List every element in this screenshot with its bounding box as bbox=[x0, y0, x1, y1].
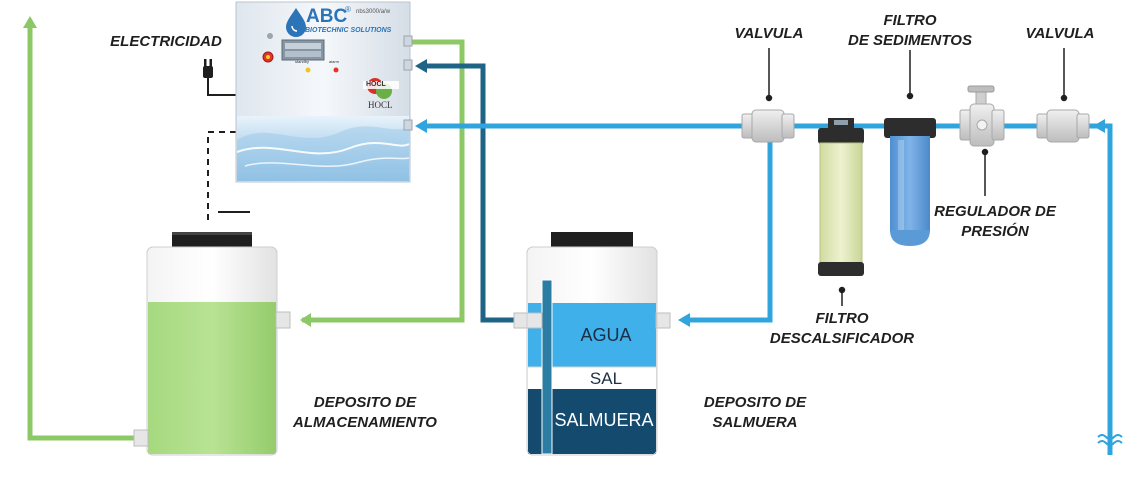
pressure-regulator bbox=[959, 85, 1005, 147]
water-source-waves-icon bbox=[1097, 434, 1123, 446]
unit-hocl-caption: HOCL bbox=[368, 100, 393, 110]
brine-tank bbox=[513, 232, 671, 456]
storage-tank-liquid bbox=[148, 302, 276, 454]
storage-tank bbox=[133, 232, 291, 456]
regulador-label-1: REGULADOR DE bbox=[934, 203, 1056, 220]
filtro-sedimentos-label-1: FILTRO bbox=[883, 12, 937, 29]
sal-text: SAL bbox=[589, 369, 623, 388]
water-unit-arrow bbox=[415, 119, 427, 133]
salmuera-deposit-label-1: DEPOSITO DE bbox=[703, 394, 807, 411]
unit-model: nbs3000/a/w bbox=[356, 9, 391, 15]
unit-indicator-alarm: alarm bbox=[329, 59, 340, 64]
regulador-label-2: PRESIÓN bbox=[961, 223, 1029, 240]
filtro-sedimentos-label-2: DE SEDIMENTOS bbox=[848, 32, 972, 49]
unit-hocl-badge: HOCL bbox=[366, 81, 386, 88]
power-plug-icon bbox=[203, 59, 238, 96]
unit-registered: ® bbox=[345, 5, 351, 14]
brine-dip-tube bbox=[541, 279, 553, 455]
callout-leaders bbox=[765, 48, 1068, 306]
brine-tank-cap bbox=[551, 232, 633, 248]
descalsificador-label-2: DESCALSIFICADOR bbox=[769, 330, 915, 347]
product-outlet-line bbox=[27, 20, 138, 441]
valve-left bbox=[741, 109, 795, 143]
water-branch-line bbox=[685, 140, 773, 323]
sal-layer bbox=[528, 367, 656, 389]
brine-arrow bbox=[415, 59, 427, 73]
alarm-light-icon bbox=[333, 67, 339, 73]
almacenamiento-label-2: ALMACENAMIENTO bbox=[293, 414, 437, 431]
salmuera-text: SALMUERA bbox=[554, 410, 654, 430]
water-drop-logo-icon bbox=[286, 8, 306, 37]
water-branch-arrow bbox=[678, 313, 690, 327]
almacenamiento-label-1: DEPOSITO DE bbox=[313, 394, 417, 411]
hocl-generator-unit bbox=[235, 1, 413, 183]
standby-light-icon bbox=[305, 67, 311, 73]
agua-text: AGUA bbox=[580, 325, 632, 345]
unit-indicator-standby: standby bbox=[295, 59, 310, 64]
valve-right bbox=[1036, 109, 1090, 143]
softener-filter bbox=[818, 118, 864, 276]
descalsificador-label-1: FILTRO bbox=[815, 310, 869, 327]
unit-subtitle: BIOTECHNIC SOLUTIONS bbox=[305, 27, 392, 34]
product-line bbox=[302, 39, 465, 323]
valvula-right-label: VALVULA bbox=[1025, 25, 1095, 42]
brine-line bbox=[420, 63, 520, 323]
water-main-line bbox=[420, 123, 1113, 455]
unit-brand: ABC bbox=[306, 6, 348, 27]
salmuera-deposit-label-2: SALMUERA bbox=[712, 414, 798, 431]
level-sensor-line bbox=[207, 131, 236, 222]
product-arrow bbox=[300, 313, 311, 327]
product-outlet-arrow bbox=[23, 16, 37, 28]
electricidad-label: ELECTRICIDAD bbox=[110, 33, 222, 50]
valvula-left-label: VALVULA bbox=[734, 25, 804, 42]
sediment-filter bbox=[884, 118, 936, 246]
storage-tank-cap bbox=[172, 232, 252, 248]
water-inlet-arrow bbox=[1093, 119, 1105, 133]
